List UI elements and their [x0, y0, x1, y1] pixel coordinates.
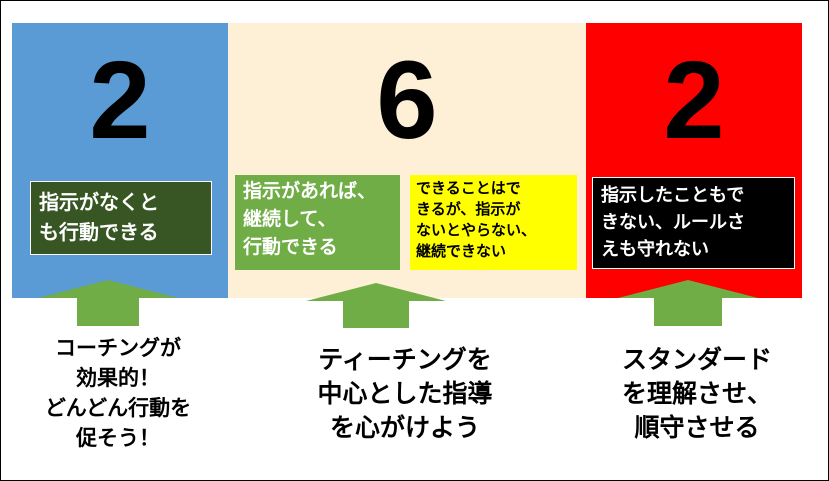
- caption-middle: ティーチングを 中心とした指導 を心がけよう: [317, 345, 493, 442]
- group-number-middle: 6: [376, 39, 438, 162]
- panel-top-performers: 2 指示がなくと も行動できる: [12, 23, 228, 298]
- description-box-right: 指示したこともで きない、ルールさ えも守れない: [592, 177, 795, 269]
- description-box-left: 指示がなくと も行動できる: [30, 181, 212, 255]
- up-arrow-icon: [618, 280, 758, 298]
- description-box-middle-green: 指示があれば、 継続して、 行動できる: [235, 175, 400, 270]
- panel-middle-performers: 6 指示があれば、 継続して、 行動できる できることはで きるが、指示が ない…: [228, 23, 586, 298]
- caption-left: コーチングが 効果的！ どんどん行動を 促そう！: [44, 336, 192, 450]
- up-arrow-stem: [77, 298, 139, 326]
- up-arrow-icon: [38, 280, 178, 298]
- panel-low-performers: 2 指示したこともで きない、ルールさ えも守れない: [586, 23, 802, 298]
- description-box-middle-yellow: できることはで きるが、指示が ないとやらない、 継続できない: [410, 175, 577, 270]
- up-arrow-icon: [306, 283, 446, 301]
- group-number-right: 2: [663, 39, 725, 162]
- up-arrow-stem: [343, 300, 409, 328]
- group-number-left: 2: [89, 39, 151, 162]
- caption-right: スタンダード を理解させ、 順守させる: [621, 345, 772, 442]
- up-arrow-stem: [654, 298, 722, 326]
